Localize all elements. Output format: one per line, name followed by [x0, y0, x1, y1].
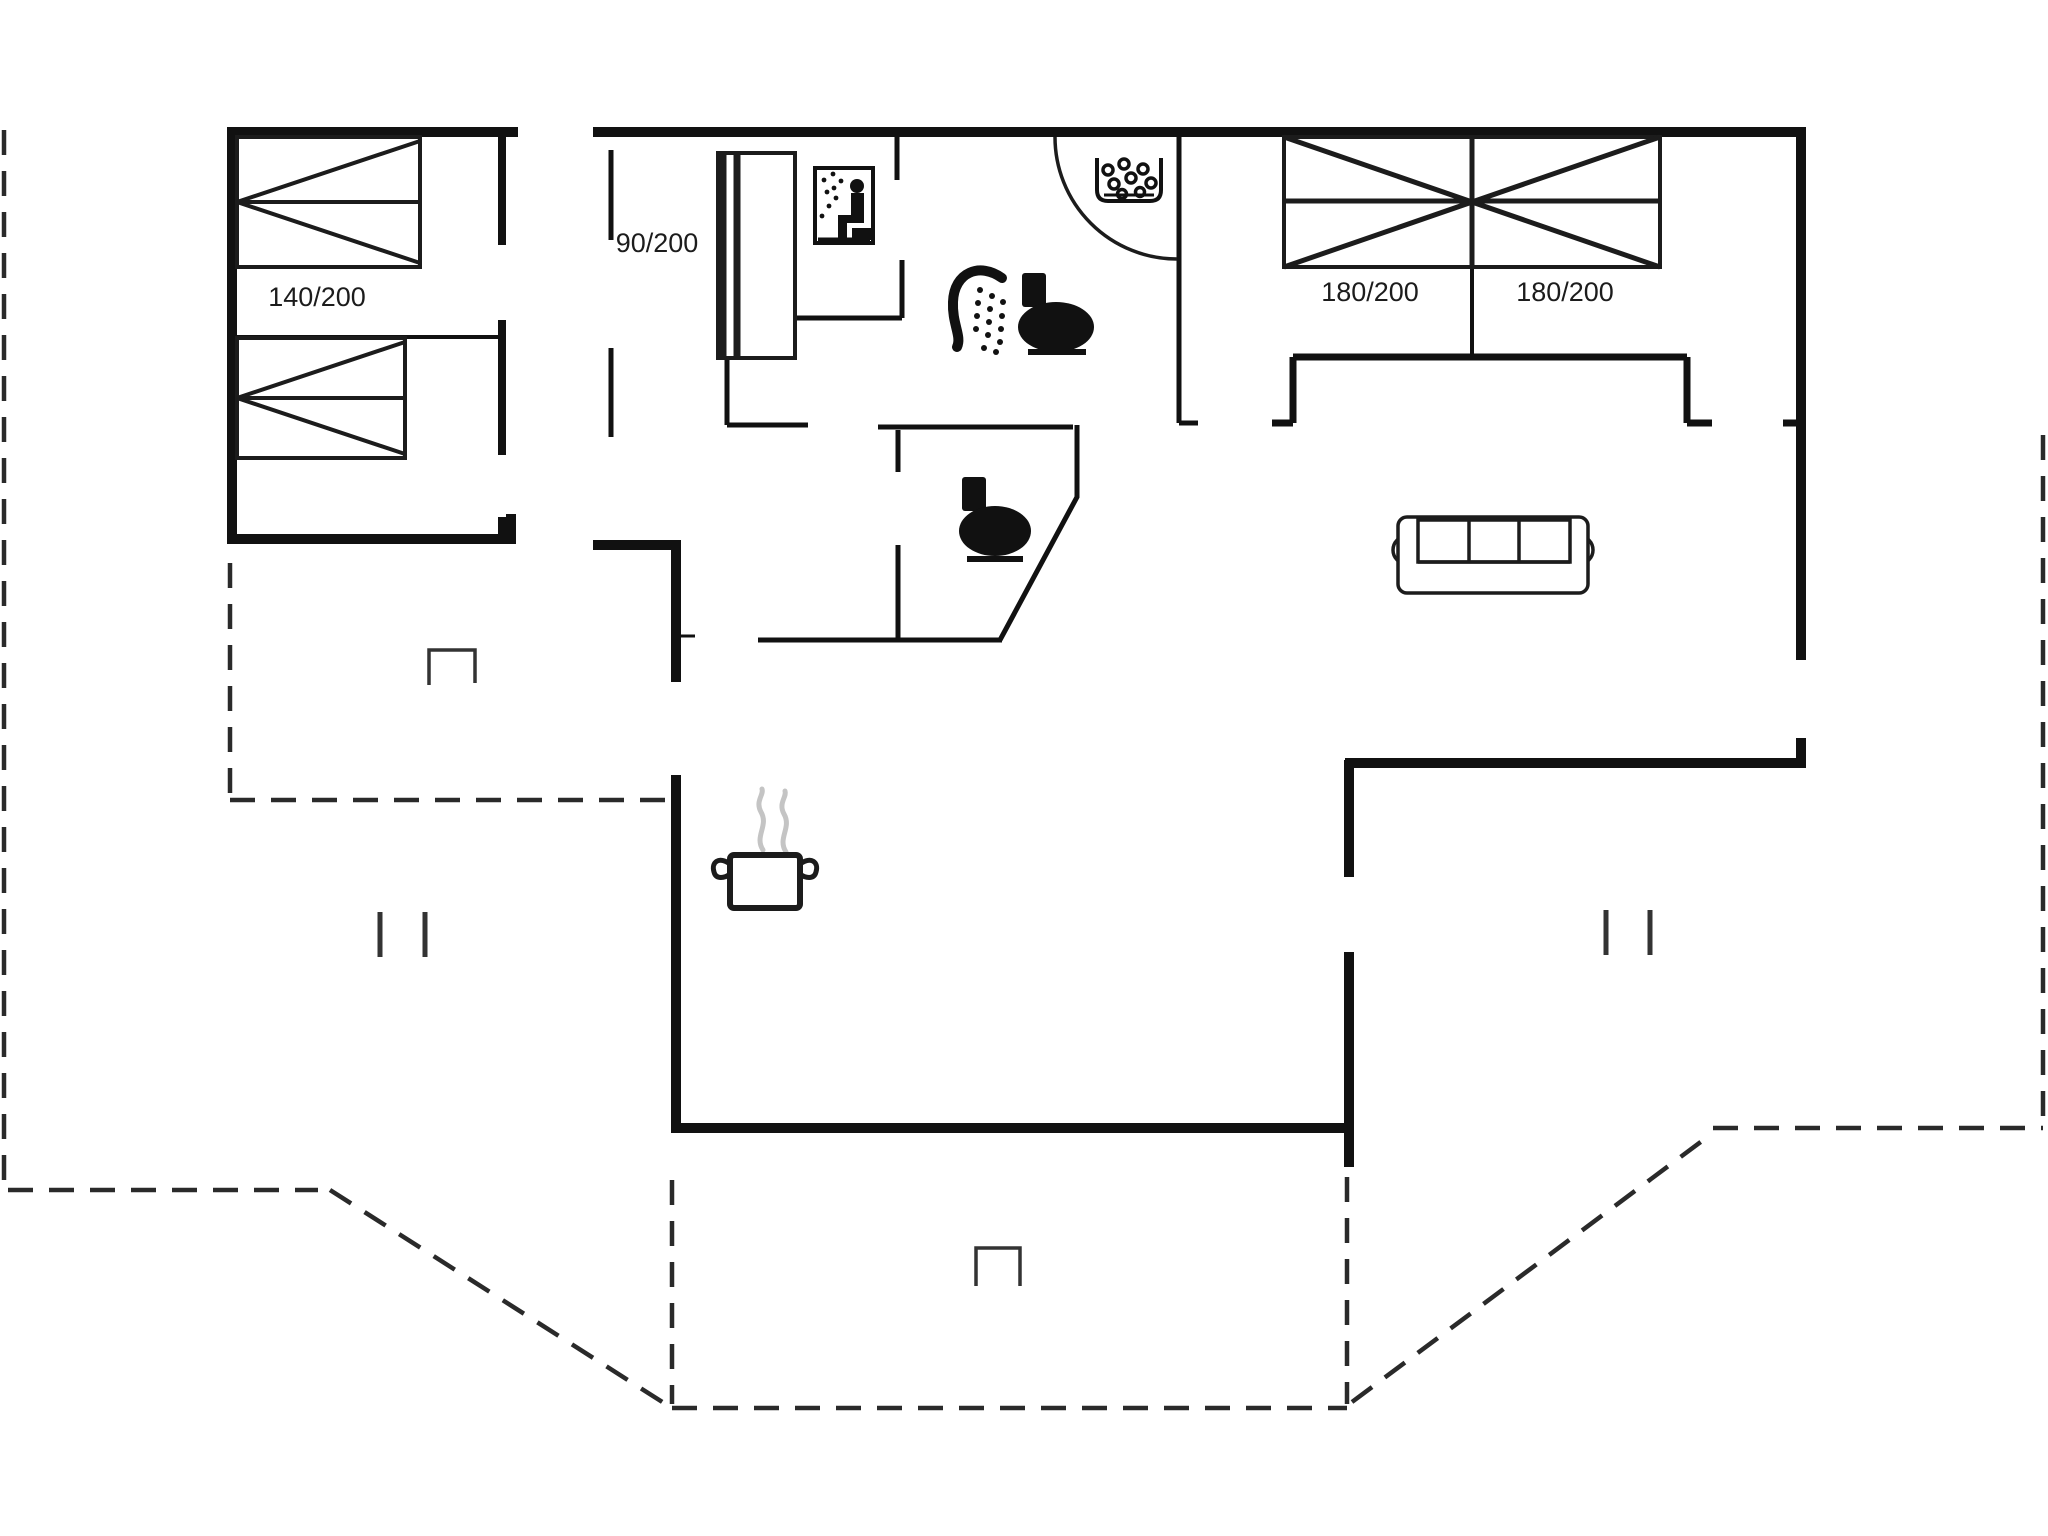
ne-bedrooms-recess-wall — [1272, 353, 1797, 427]
beds — [235, 134, 1662, 460]
sauna-cubicle-walls — [795, 137, 905, 321]
washbasin-bubbles — [1101, 157, 1158, 201]
bed-label-140-200: 140/200 — [268, 282, 366, 312]
sauna-icon — [813, 166, 875, 245]
shower-spray-dots — [973, 287, 1006, 355]
right-terrace-ticks — [1603, 910, 1653, 955]
exterior-walls — [227, 127, 1806, 1167]
terrace-dashed-outline — [1, 130, 2046, 1411]
shower-icon — [947, 265, 1007, 355]
bed-size-labels: 140/200 90/200 180/200 180/200 — [268, 228, 1614, 312]
wc-walls — [758, 424, 1080, 643]
interior-walls — [237, 137, 1797, 643]
double-bed-icons-180 — [1282, 134, 1662, 270]
chimney-icon-bottom-terrace — [974, 1246, 1022, 1286]
door-swing-arc — [1053, 136, 1178, 261]
washbasin-icon — [1095, 157, 1163, 203]
toilet-icon-bathroom — [1018, 273, 1094, 355]
sauna-steam-dots — [819, 171, 844, 219]
bathroom-east-wall — [1176, 137, 1198, 426]
double-bed-icon-140 — [235, 135, 422, 269]
toilet-icon-wc — [959, 477, 1031, 562]
steam-icon — [756, 786, 789, 855]
hall-corner-wall — [724, 358, 808, 428]
chimney-icon-left-terrace — [427, 648, 477, 685]
bed-label-90-200: 90/200 — [616, 228, 699, 258]
chimney-icons — [427, 648, 1022, 1286]
left-block-bottom-wall — [227, 514, 516, 544]
double-bed-icon-lower — [235, 336, 407, 460]
kitchen-west-wall — [593, 540, 681, 1133]
left-terrace-ticks — [377, 912, 428, 957]
sofa-icon — [1391, 515, 1595, 595]
window-tick-marks — [377, 910, 1653, 957]
left-dashed-diagonal — [328, 1188, 669, 1407]
right-dashed-diagonal — [1350, 1133, 1712, 1404]
bed-label-180-200-left: 180/200 — [1321, 277, 1419, 307]
single-bed-icon — [716, 151, 797, 360]
bed-label-180-200-right: 180/200 — [1516, 277, 1614, 307]
cooking-pot-icon — [710, 786, 820, 911]
